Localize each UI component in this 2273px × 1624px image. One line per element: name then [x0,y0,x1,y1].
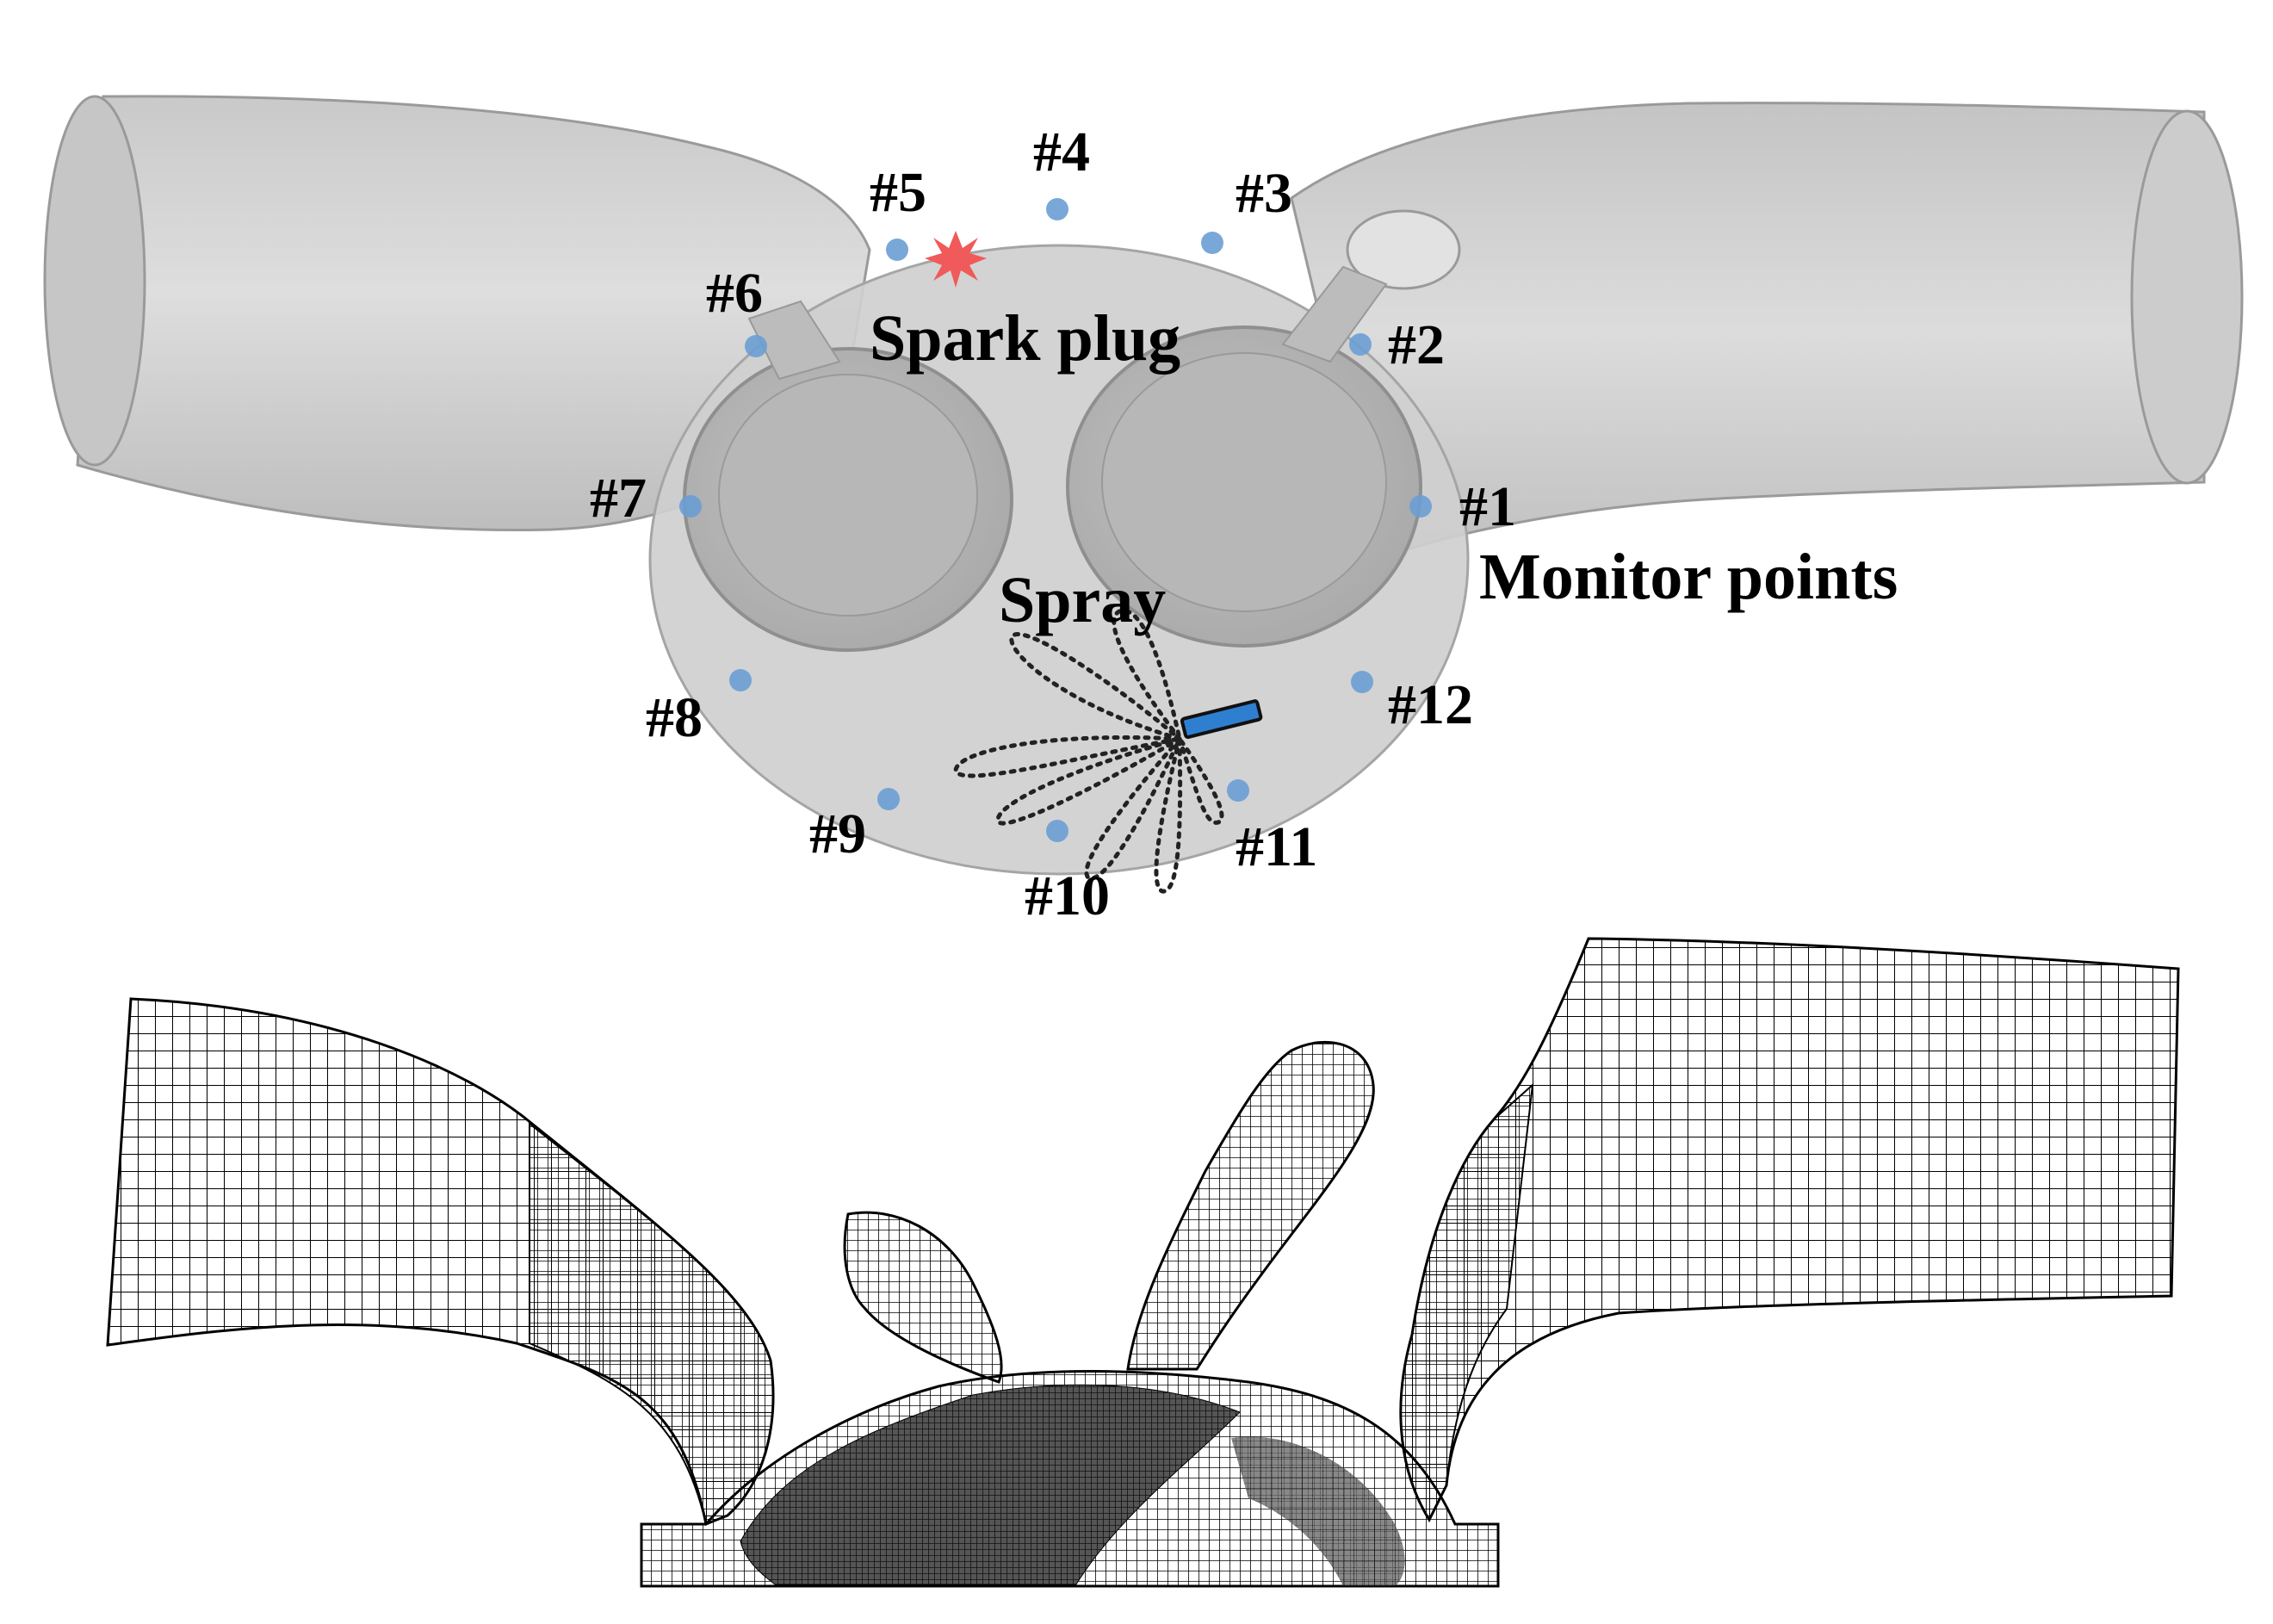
mesh-dense-region [740,1384,1241,1585]
computational-mesh-view [106,937,2180,1588]
left-valve-stem [747,300,841,381]
monitor-point-12 [1351,671,1373,693]
label-point-12: #12 [1388,673,1473,736]
label-point-10: #10 [1025,865,1110,927]
label-point-9: #9 [809,803,866,865]
label-point-6: #6 [706,262,763,325]
right-valve-stem [1281,265,1388,363]
monitor-point-labels: #1 #2 #3 #4 #5 #6 #7 #8 #9 #10 #11 #12 [590,121,1516,927]
monitor-point-7 [679,495,702,518]
right-valve-inner [1101,352,1387,612]
right-port-boss [1346,209,1461,290]
label-point-3: #3 [1236,162,1292,225]
label-point-7: #7 [590,467,647,530]
injector-icon [1180,699,1263,740]
spray-plumes [953,608,1224,894]
left-valve-inner [718,374,978,617]
monitor-point-10 [1046,820,1068,842]
label-spark-plug: Spark plug [870,302,1180,375]
left-port-end [43,95,146,467]
mesh-left-valve [843,1211,1003,1384]
right-intake-port [1290,102,2206,562]
monitor-point-8 [729,669,752,691]
monitor-point-5 [886,239,908,261]
label-monitor-points: Monitor points [1479,541,1898,613]
mesh-right-valve [1126,1040,1375,1371]
monitor-point-3 [1201,232,1223,254]
label-point-11: #11 [1236,815,1317,878]
monitor-point-1 [1409,495,1432,518]
spark-icon [925,231,987,288]
right-port-end [2130,109,2244,485]
label-point-2: #2 [1388,313,1445,376]
mesh-dense-region-right [1231,1436,1405,1586]
monitor-point-11 [1227,779,1249,802]
monitor-point-markers [679,198,1432,842]
monitor-point-9 [877,788,900,810]
cylinder-head-3d-view: #1 #2 #3 #4 #5 #6 #7 #8 #9 #10 #11 #12 S… [43,95,2244,927]
monitor-point-6 [745,335,767,357]
mesh-right-transition [1399,1082,1534,1522]
monitor-point-4 [1046,198,1068,220]
label-spray: Spray [999,564,1166,636]
label-point-5: #5 [870,161,926,224]
label-point-1: #1 [1459,475,1516,538]
label-point-4: #4 [1033,121,1090,183]
mesh-right-port [1399,937,2180,1523]
mesh-left-transition [529,1121,774,1526]
monitor-point-2 [1349,333,1372,356]
label-point-8: #8 [646,686,703,749]
